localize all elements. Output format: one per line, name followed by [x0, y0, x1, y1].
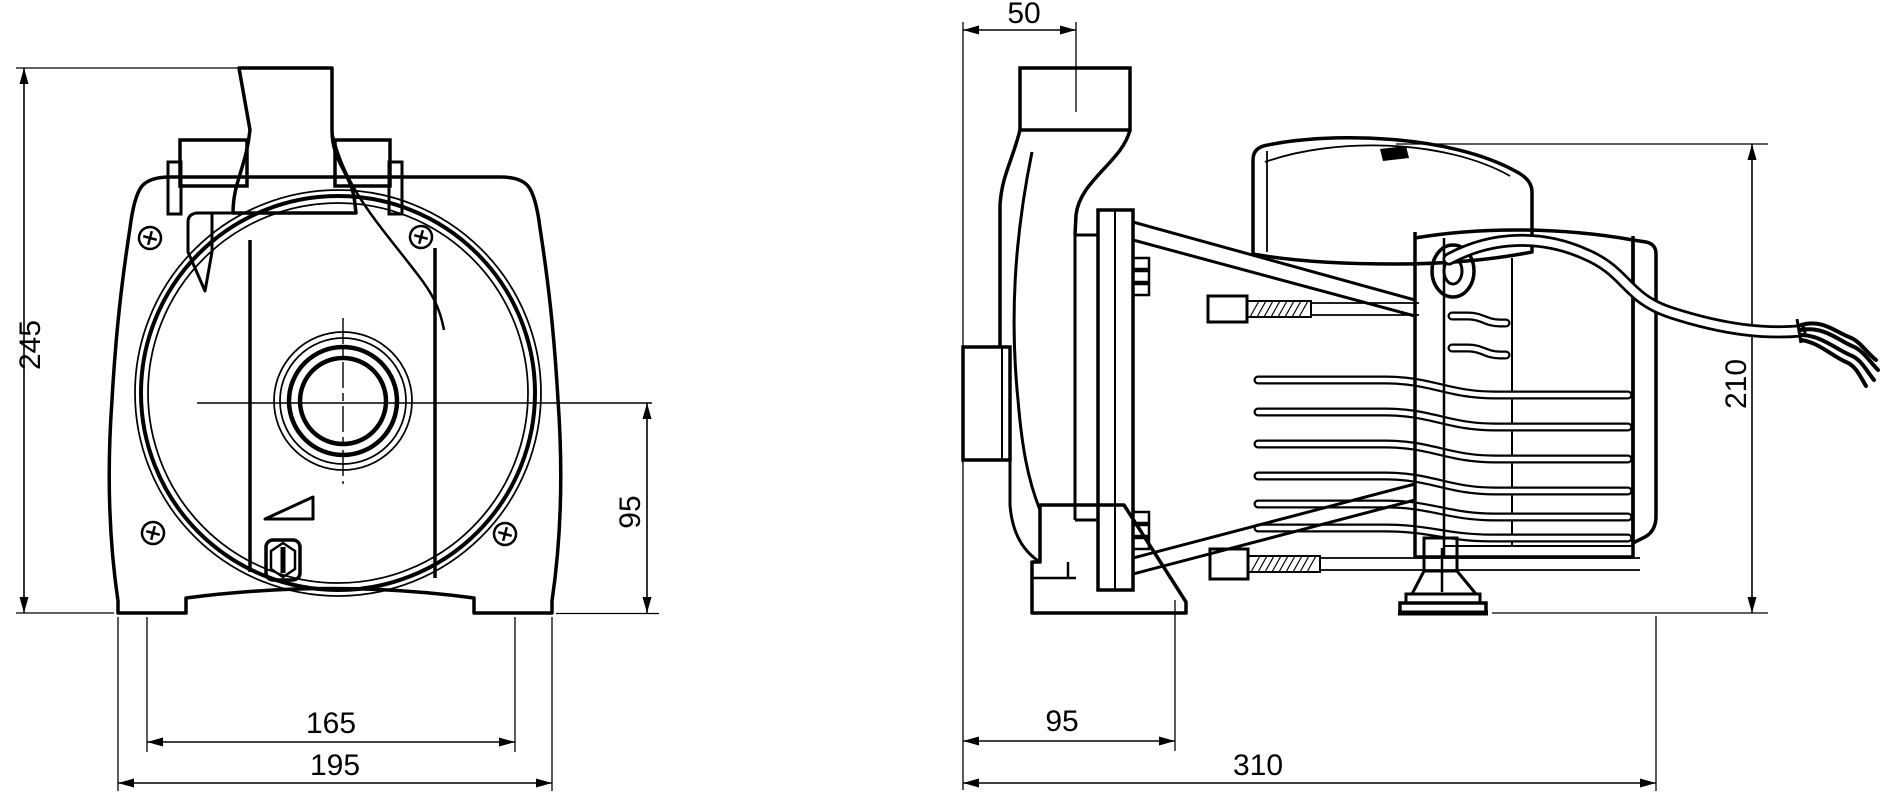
- cover-screws: [137, 224, 518, 547]
- pump-cover-circles: [134, 189, 542, 597]
- bracket-foot: [1030, 503, 1188, 615]
- support-bracket: [1132, 220, 1416, 576]
- dim-front-overall-height: 245: [14, 67, 239, 614]
- dim-side-height: 210: [1396, 143, 1768, 614]
- capacitor-cover: [1251, 136, 1534, 266]
- motor-body: [1414, 228, 1634, 559]
- power-cable: [1442, 233, 1880, 388]
- discharge-port-side: [998, 66, 1132, 347]
- dim-label-195: 195: [310, 749, 360, 782]
- dim-side-casing-depth: 95: [963, 600, 1176, 751]
- flange-tab-right: [333, 138, 392, 188]
- rotation-arrow-mark: [263, 495, 315, 521]
- dim-label-245: 245: [14, 320, 47, 370]
- front-view: 245 95 165 195: [14, 66, 659, 791]
- motor-cooling-fins: [1253, 311, 1633, 543]
- front-face-band: [248, 240, 437, 578]
- drain-plug: [264, 538, 302, 582]
- pump-body-outline: [107, 175, 563, 615]
- side-view: 50 210 95 310: [961, 0, 1880, 791]
- motor-end-cap: [1631, 237, 1658, 546]
- dim-label-50: 50: [1007, 0, 1040, 30]
- dim-front-base-width: 195: [117, 617, 553, 791]
- flange-tabs: [166, 138, 404, 216]
- dim-side-overall-length: 310: [963, 616, 1657, 791]
- cable-frayed-wires: [1799, 321, 1880, 388]
- casing-beak: [186, 211, 235, 293]
- flange-tab-left: [178, 138, 249, 188]
- suction-port-side: [961, 345, 1041, 564]
- casing-and-plate: [1073, 208, 1151, 592]
- dim-front-inner-span: 165: [146, 617, 516, 752]
- cover-notch: [1380, 146, 1409, 161]
- dim-label-310: 310: [1233, 749, 1283, 782]
- dim-front-port-center-height: 95: [556, 403, 659, 615]
- dim-label-210: 210: [1720, 359, 1753, 409]
- motor-foot: [1398, 536, 1488, 616]
- dim-label-95-front: 95: [614, 495, 647, 528]
- dim-label-95-side: 95: [1045, 705, 1078, 738]
- plate-bolts: [1131, 256, 1151, 551]
- motor-ring-and-endcap: [1413, 232, 1658, 557]
- volute-profile: [1012, 151, 1042, 511]
- tie-rods: [1206, 294, 1640, 581]
- dim-label-165: 165: [306, 707, 356, 740]
- dim-side-port-offset: 50: [963, 0, 1077, 112]
